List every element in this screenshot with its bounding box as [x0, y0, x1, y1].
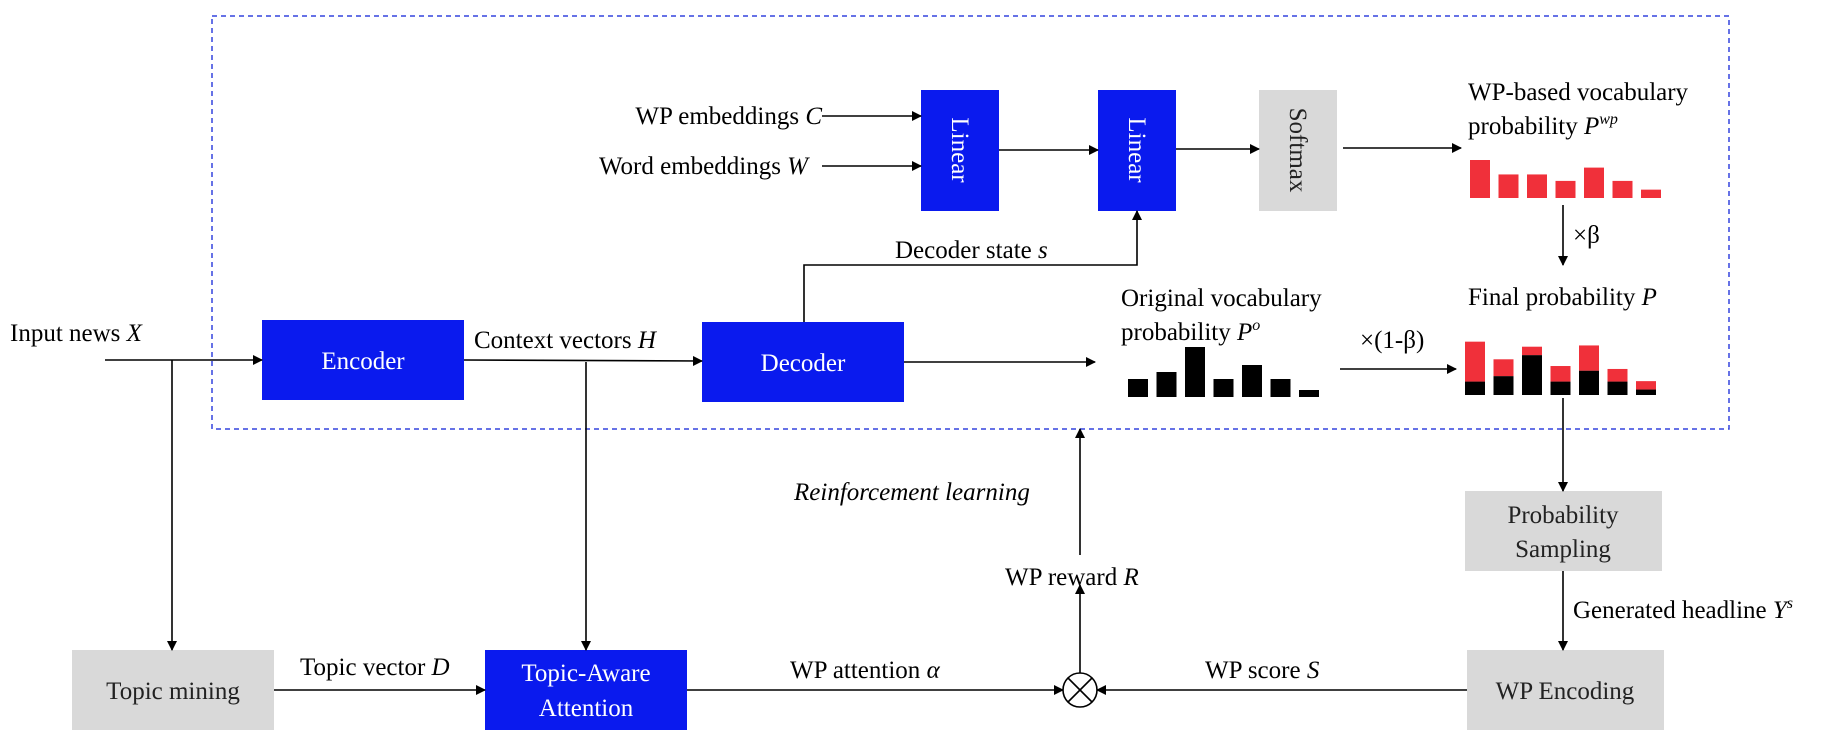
wp-vocab-bar: [1641, 189, 1661, 198]
wp-attention-label: WP attention α: [790, 657, 941, 684]
final-prob-red-bar: [1465, 341, 1485, 382]
orig-vocab-title-2: probability Po: [1121, 317, 1260, 346]
final-prob-red-bar: [1607, 368, 1628, 382]
topic-aware-attention-label-1: Topic-Aware: [521, 660, 650, 687]
original-vocab-bar: [1299, 390, 1319, 397]
wp-embeddings-label: WP embeddings C: [635, 103, 822, 130]
softmax-label: Softmax: [1284, 108, 1311, 193]
model-frame: [211, 15, 1730, 430]
encoder-box: Encoder: [262, 320, 464, 400]
original-vocab-bar: [1185, 347, 1205, 397]
decoder-state-label: Decoder state s: [895, 237, 1048, 264]
final-prob-red-bar: [1522, 346, 1542, 356]
final-prob-bars: [1465, 341, 1656, 395]
final-prob-red-bar: [1550, 366, 1571, 382]
final-prob-black-bar: [1636, 389, 1656, 395]
wp-vocab-bars: [1470, 160, 1661, 198]
generated-headline-label: Generated headline Ys: [1573, 595, 1793, 624]
wp-score-label: WP score S: [1205, 657, 1320, 684]
wp-vocab-bar: [1584, 167, 1604, 198]
probability-sampling-label-2: Sampling: [1515, 536, 1611, 563]
final-prob-black-bar: [1607, 381, 1628, 395]
reinforcement-learning-label: Reinforcement learning: [793, 479, 1030, 506]
final-prob-red-bar: [1493, 359, 1514, 377]
linear2-label: Linear: [1123, 117, 1150, 183]
word-embeddings-label: Word embeddings W: [599, 153, 810, 180]
final-prob-black-bar: [1465, 381, 1485, 395]
final-prob-red-bar: [1579, 345, 1599, 371]
encoder-label: Encoder: [321, 348, 405, 375]
original-vocab-bar: [1242, 365, 1262, 397]
input-news-label: Input news X: [10, 320, 144, 347]
final-prob-title: Final probability P: [1468, 284, 1657, 311]
arrow-encoder-to-decoder: [463, 355, 703, 366]
wp-vocab-bar: [1527, 174, 1547, 198]
wp-vocab-title-2: probability Pwp: [1468, 111, 1618, 140]
softmax-box: Softmax: [1259, 90, 1337, 211]
linear2-box: Linear: [1098, 90, 1176, 211]
final-prob-black-bar: [1522, 355, 1542, 395]
original-vocab-bar: [1270, 379, 1291, 397]
topic-vector-label: Topic vector D: [300, 654, 450, 681]
times-one-minus-beta-label: ×(1-β): [1360, 327, 1424, 354]
linear1-label: Linear: [946, 117, 973, 183]
times-beta-label: ×β: [1573, 222, 1600, 249]
topic-aware-attention-box: Topic-Aware Attention: [485, 650, 687, 730]
probability-sampling-box: Probability Sampling: [1465, 491, 1662, 571]
decoder-label: Decoder: [761, 350, 846, 377]
wp-vocab-title-1: WP-based vocabulary: [1468, 79, 1689, 106]
probability-sampling-label-1: Probability: [1507, 502, 1619, 529]
original-vocab-bars: [1128, 347, 1319, 397]
final-prob-black-bar: [1550, 381, 1571, 395]
linear1-box: Linear: [921, 90, 999, 211]
topic-aware-attention-label-2: Attention: [539, 695, 634, 722]
wp-encoding-label: WP Encoding: [1496, 678, 1635, 705]
orig-vocab-title-1: Original vocabulary: [1121, 285, 1322, 312]
context-vectors-label: Context vectors H: [474, 327, 658, 354]
connectors: [105, 111, 1568, 695]
original-vocab-bar: [1156, 372, 1177, 397]
final-prob-black-bar: [1493, 376, 1514, 395]
wp-vocab-bar: [1612, 180, 1633, 198]
decoder-box: Decoder: [702, 322, 904, 402]
wp-reward-label: WP reward R: [1005, 564, 1139, 591]
wp-vocab-bar: [1470, 160, 1490, 198]
original-vocab-bar: [1213, 379, 1234, 397]
topic-mining-label: Topic mining: [106, 678, 240, 705]
original-vocab-bar: [1128, 379, 1148, 397]
final-prob-black-bar: [1579, 370, 1599, 395]
topic-mining-box: Topic mining: [72, 650, 274, 730]
arrow-decoder-state-to-linear2: [803, 210, 1142, 322]
wp-vocab-bar: [1498, 174, 1519, 198]
wp-vocab-bar: [1555, 180, 1576, 198]
final-prob-red-bar: [1636, 381, 1656, 390]
multiply-node: [1062, 672, 1098, 708]
wp-encoding-box: WP Encoding: [1467, 650, 1664, 730]
